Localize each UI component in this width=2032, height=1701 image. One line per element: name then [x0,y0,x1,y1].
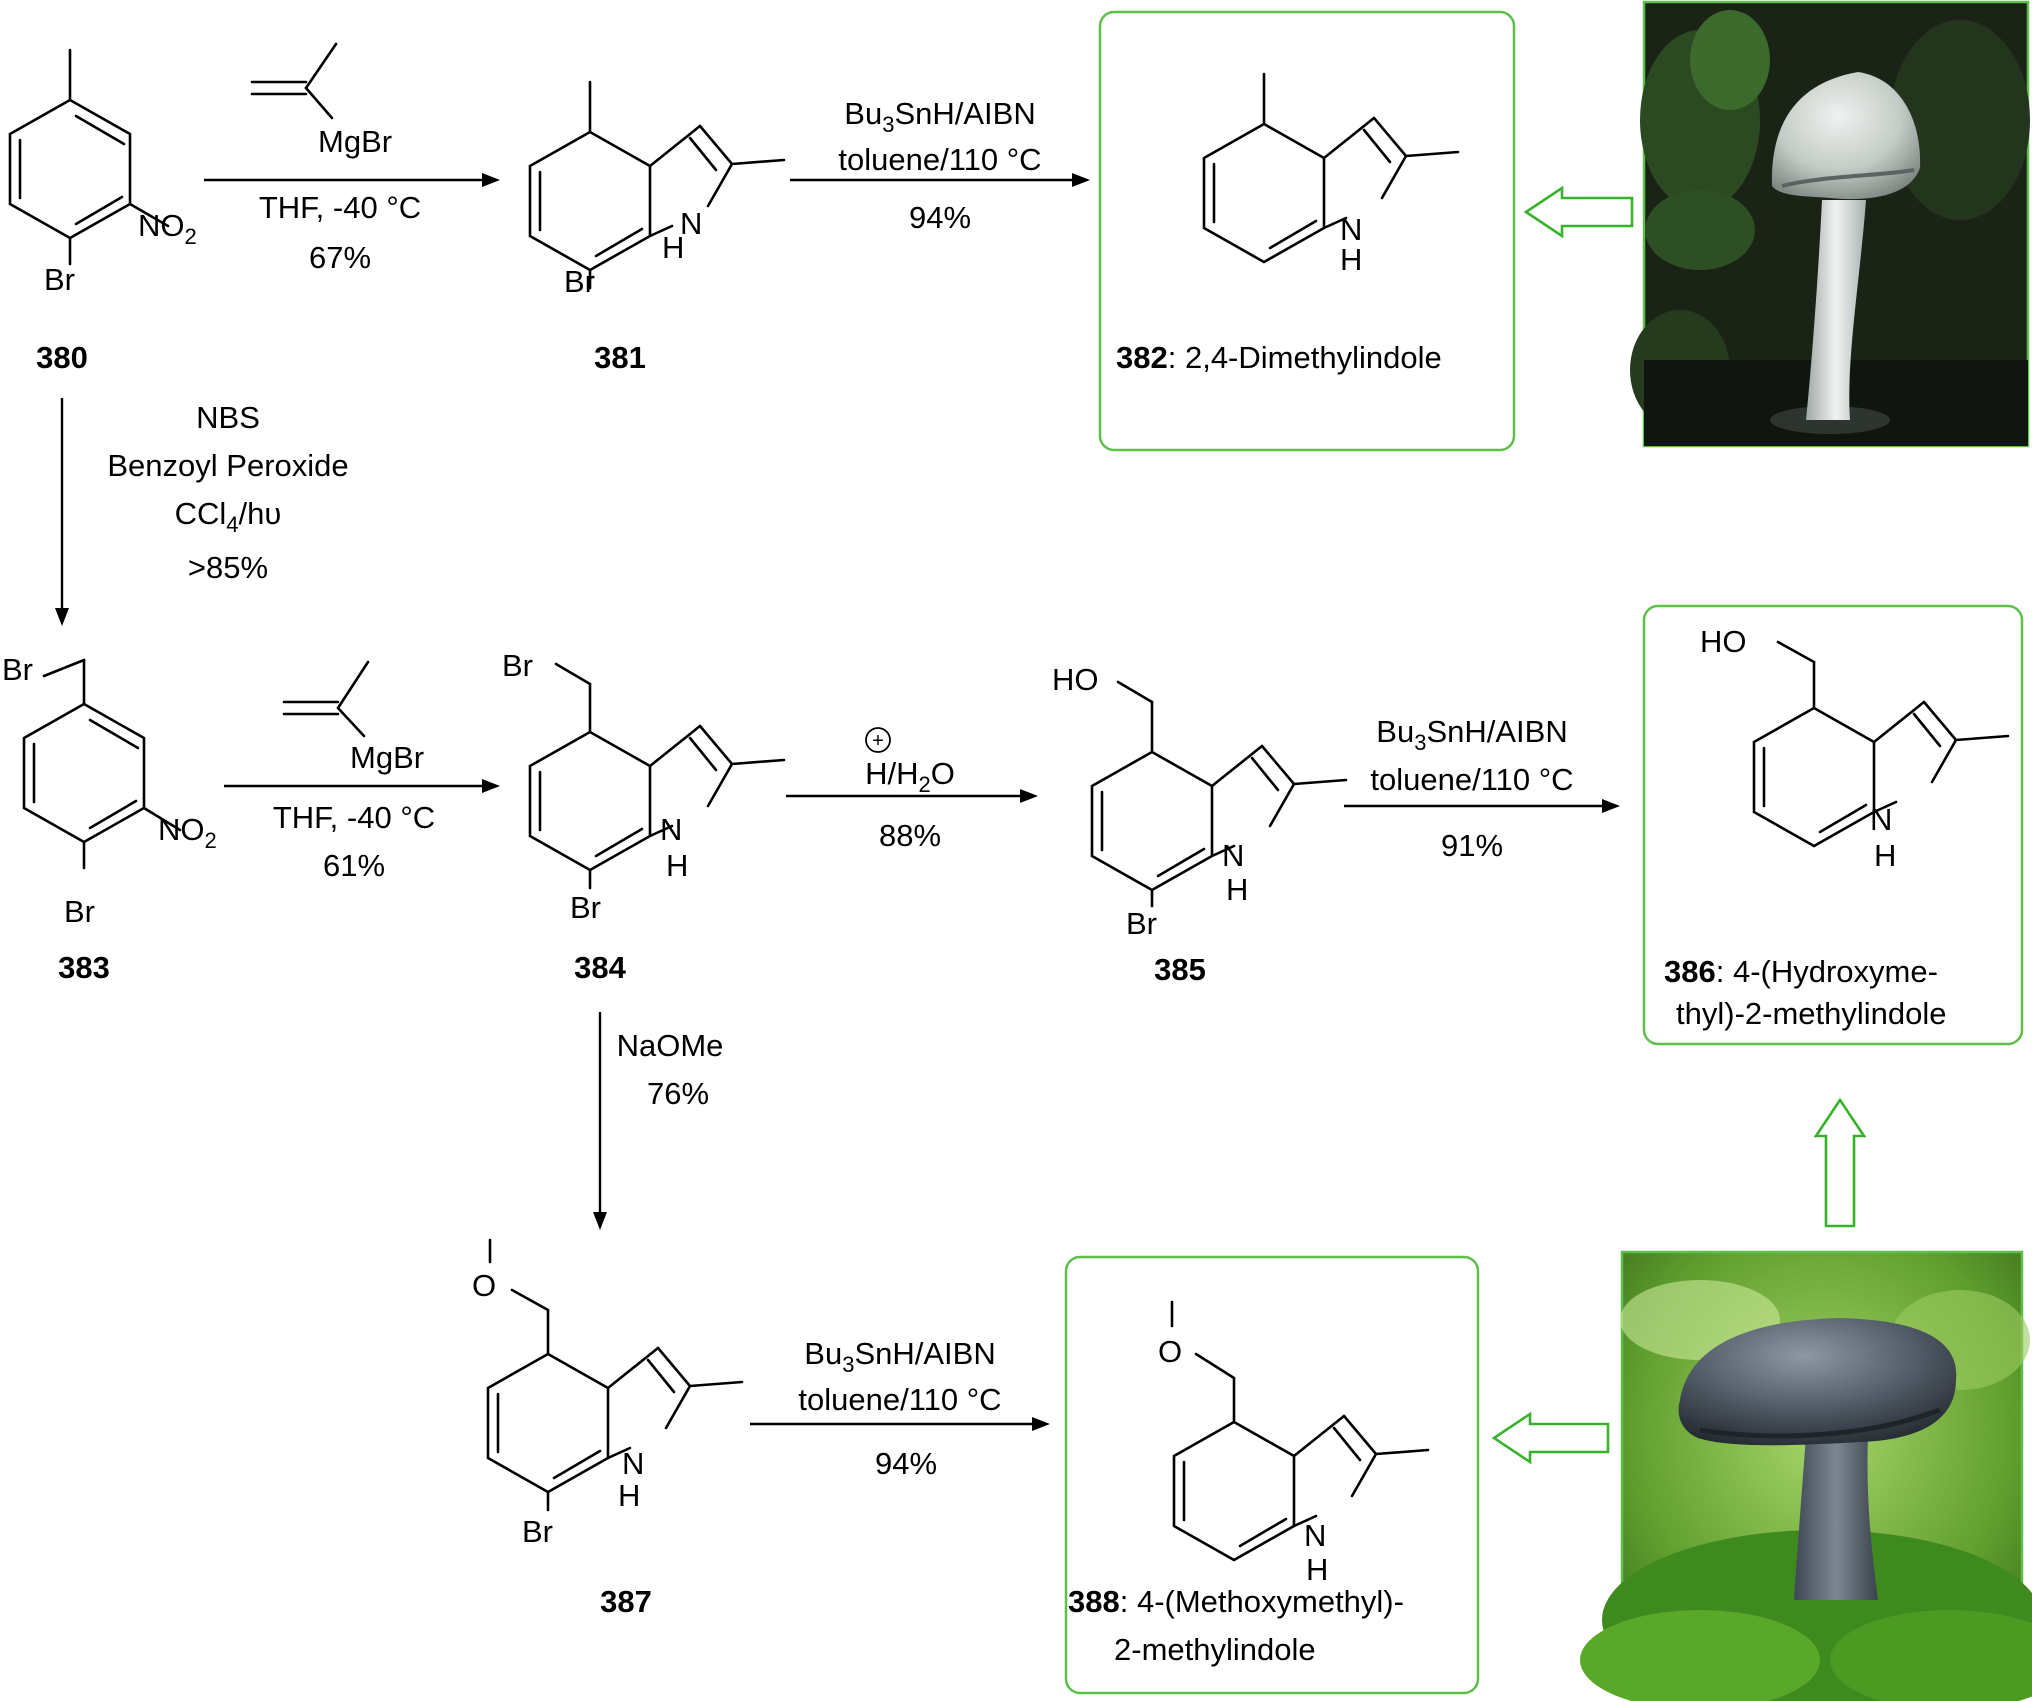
condition-toluene-2: toluene/110 °C [1370,762,1573,797]
compound-label-383: 383 [58,950,110,985]
yield-387: 76% [647,1076,709,1111]
compound-label-385: 385 [1154,952,1206,987]
grignard-reagent-2: MgBr [282,660,424,775]
svg-text:Br: Br [570,890,601,925]
molecule-382: N H [1202,72,1460,277]
condition-bu3snh-1: Bu3SnH/AIBN [844,96,1035,137]
compound-label-380: 380 [36,340,88,375]
compound-label-384: 384 [574,950,626,985]
svg-text:N: N [1870,802,1892,837]
molecule-386: HO N H [1700,624,2010,873]
svg-text:HO: HO [1052,662,1099,697]
svg-text:Br: Br [502,648,533,683]
svg-text:H: H [662,230,684,265]
svg-text:H: H [1340,242,1362,277]
svg-text:Br: Br [2,652,33,687]
condition-thf-2: THF, -40 °C [273,800,435,835]
condition-ccl4: CCl4/hυ [175,496,282,537]
molecule-383: Br NO2 Br [2,652,217,929]
svg-text:+: + [872,730,884,752]
condition-acid: + H/H2O [865,727,955,797]
svg-text:N: N [660,812,682,847]
molecule-388: O N H [1158,1300,1430,1587]
yield-386: 91% [1441,828,1503,863]
condition-naome: NaOMe [617,1028,724,1063]
molecule-387: O N H Br [472,1238,744,1549]
svg-text:N: N [622,1446,644,1481]
svg-text:H: H [1306,1552,1328,1587]
molecule-381: N H Br [528,80,786,299]
molecule-385: HO N H Br [1052,662,1348,941]
svg-text:NO2: NO2 [158,812,217,853]
svg-text:Br: Br [522,1514,553,1549]
compound-label-387: 387 [600,1584,652,1619]
molecule-384: Br N H Br [502,648,786,925]
compound-name-386-line2: thyl)-2-methylindole [1676,996,1947,1031]
condition-nbs: NBS [196,400,260,435]
nitro-group-380: NO2 [138,208,197,249]
condition-bu3snh-2: Bu3SnH/AIBN [1376,714,1567,755]
mushroom-photo-1 [1630,0,2030,448]
svg-text:MgBr: MgBr [318,124,392,159]
condition-benzoyl-peroxide: Benzoyl Peroxide [107,448,348,483]
yield-388: 94% [875,1446,937,1481]
condition-thf-1: THF, -40 °C [259,190,421,225]
compound-label-381: 381 [594,340,646,375]
svg-text:Br: Br [564,264,595,299]
compound-name-382: 382: 2,4-Dimethylindole [1116,340,1442,375]
compound-name-388-line1: 388: 4-(Methoxymethyl)- [1068,1584,1404,1619]
molecule-380: NO2 Br [8,48,197,297]
condition-toluene-1: toluene/110 °C [838,142,1041,177]
svg-text:O: O [472,1268,496,1303]
yield-383: >85% [188,550,268,585]
svg-text:Br: Br [1126,906,1157,941]
svg-text:N: N [1222,838,1244,873]
hollow-arrow-to-382 [1523,185,1634,239]
mushroom-photo-2 [1580,1250,2032,1701]
grignard-reagent-1: MgBr [250,42,392,159]
condition-toluene-3: toluene/110 °C [798,1382,1001,1417]
compound-name-386-line1: 386: 4-(Hydroxyme- [1664,954,1938,989]
svg-text:H: H [1226,872,1248,907]
svg-text:MgBr: MgBr [350,740,424,775]
compound-name-388-line2: 2-methylindole [1114,1632,1316,1667]
svg-text:H/H2O: H/H2O [865,756,955,797]
svg-text:N: N [1304,1518,1326,1553]
svg-text:Br: Br [64,894,95,929]
svg-text:N: N [1340,212,1362,247]
product-box-382 [1098,10,1516,452]
yield-381: 67% [309,240,371,275]
hollow-arrow-to-388 [1491,1411,1610,1465]
svg-text:O: O [1158,1334,1182,1369]
svg-text:H: H [666,848,688,883]
hollow-arrow-to-386 [1813,1097,1867,1228]
condition-bu3snh-3: Bu3SnH/AIBN [804,1336,995,1377]
yield-385: 88% [879,818,941,853]
product-box-388 [1064,1255,1480,1695]
svg-text:N: N [680,206,702,241]
bromo-380: Br [44,262,75,297]
svg-text:H: H [1874,838,1896,873]
svg-text:HO: HO [1700,624,1747,659]
reaction-arrows [55,173,1620,1431]
yield-384: 61% [323,848,385,883]
svg-text:H: H [618,1478,640,1513]
yield-382: 94% [909,200,971,235]
